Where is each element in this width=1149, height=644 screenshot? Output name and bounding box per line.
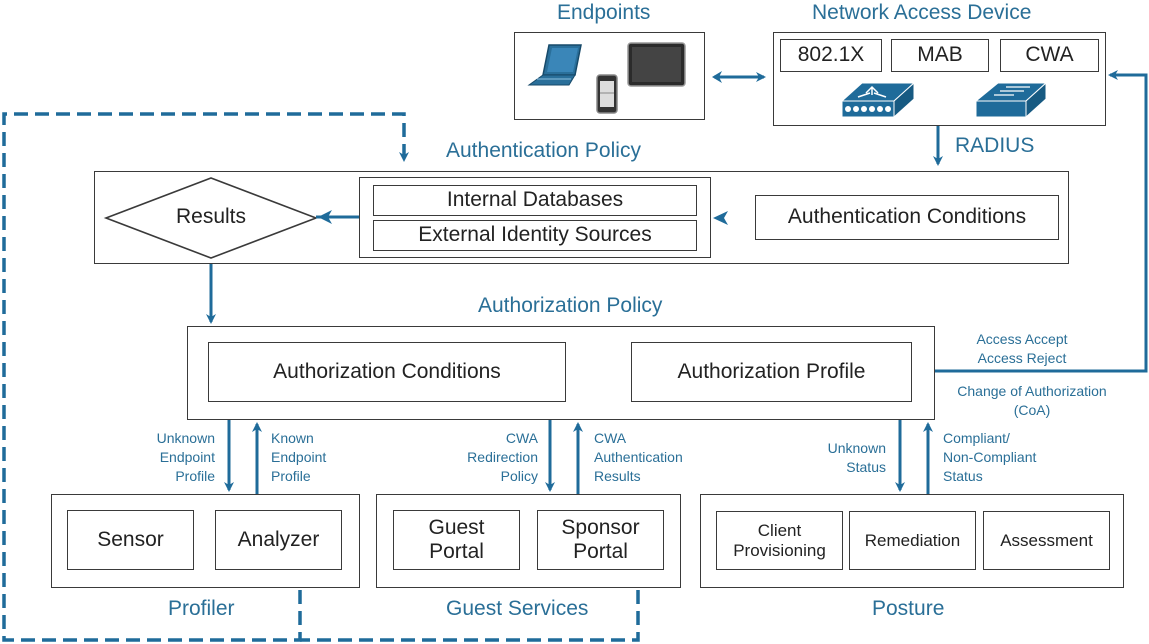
authorization-conditions: Authorization Conditions: [208, 342, 566, 402]
sponsor-portal-line2: Portal: [573, 540, 628, 563]
dashed-guest-link: [300, 590, 640, 642]
posture-compliant-label: Compliant/ Non-Compliant Status: [943, 429, 1036, 486]
authorization-policy-title: Authorization Policy: [478, 294, 663, 317]
sensor: Sensor: [67, 510, 194, 570]
label-line: Profile: [271, 468, 311, 484]
switch-icon: [974, 81, 1048, 119]
label-line: Endpoint: [271, 449, 327, 465]
label-line: Non-Compliant: [943, 449, 1037, 465]
nad-devices: [840, 81, 1048, 119]
guest-portal-line1: Guest: [428, 515, 485, 539]
guest-redirection-label: CWA Redirection Policy: [440, 429, 538, 486]
coa-label-line2: (CoA): [1013, 402, 1051, 418]
method-mab: MAB: [891, 39, 989, 72]
label-line: Status: [846, 459, 886, 475]
label-line: Redirection: [467, 449, 538, 465]
label-line: Compliant/: [943, 430, 1010, 446]
posture-unknown-label: Unknown Status: [800, 439, 886, 477]
profiler-known-label: Known Endpoint Profile: [271, 429, 326, 486]
label-line: Authentication: [594, 449, 683, 465]
label-line: Unknown: [827, 440, 886, 456]
label-line: Profile: [175, 468, 215, 484]
nad-box: 802.1X MAB CWA: [773, 32, 1106, 126]
label-line: Endpoint: [159, 449, 215, 465]
label-line: Unknown: [156, 430, 215, 446]
radius-label: RADIUS: [955, 134, 1035, 157]
label-line: Results: [594, 468, 641, 484]
label-line: CWA: [594, 430, 627, 446]
tablet-icon: [627, 42, 686, 87]
internal-databases: Internal Databases: [373, 185, 697, 216]
access-reject-label: Access Reject: [977, 350, 1067, 366]
access-accept-reject-label: Access Accept Access Reject: [962, 330, 1082, 368]
endpoints-box: [514, 32, 705, 120]
authorization-policy-box: Authorization Conditions Authorization P…: [187, 326, 935, 420]
endpoint-devices: [527, 42, 686, 114]
laptop-icon: [527, 44, 582, 86]
guest-services-title: Guest Services: [446, 597, 589, 620]
access-accept-label: Access Accept: [976, 331, 1068, 347]
coa-label: Change of Authorization (CoA): [940, 382, 1124, 420]
authentication-policy-title: Authentication Policy: [446, 139, 641, 162]
guest-auth-results-label: CWA Authentication Results: [594, 429, 683, 486]
posture-box: Client Provisioning Remediation Assessme…: [700, 494, 1124, 588]
assessment: Assessment: [983, 511, 1110, 570]
profiler-box: Sensor Analyzer: [51, 494, 360, 588]
client-provisioning-line2: Provisioning: [733, 540, 826, 560]
client-provisioning-line1: Client: [757, 520, 802, 540]
sponsor-portal: Sponsor Portal: [537, 510, 664, 570]
profiler-title: Profiler: [168, 597, 235, 620]
external-identity-sources: External Identity Sources: [373, 220, 697, 251]
dashed-feedback-loop: [2, 112, 409, 642]
label-line: Status: [943, 468, 983, 484]
guest-portal-line2: Portal: [429, 540, 484, 563]
nad-title: Network Access Device: [812, 1, 1032, 24]
profiler-unknown-label: Unknown Endpoint Profile: [120, 429, 215, 486]
method-cwa: CWA: [1000, 39, 1099, 72]
access-accept-return-path: [934, 70, 1148, 373]
label-line: Policy: [500, 468, 538, 484]
sponsor-portal-line1: Sponsor: [561, 515, 640, 539]
posture-title: Posture: [872, 597, 945, 620]
results-label: Results: [175, 205, 247, 228]
authentication-conditions: Authentication Conditions: [755, 195, 1059, 240]
endpoints-title: Endpoints: [557, 1, 651, 24]
authorization-profile: Authorization Profile: [631, 342, 912, 402]
smartphone-icon: [596, 74, 618, 114]
guest-portal: Guest Portal: [393, 510, 520, 570]
identity-sources-box: Internal Databases External Identity Sou…: [359, 177, 711, 258]
label-line: Known: [271, 430, 314, 446]
method-8021x: 802.1X: [780, 39, 882, 72]
guest-services-box: Guest Portal Sponsor Portal: [376, 494, 681, 588]
client-provisioning: Client Provisioning: [716, 511, 843, 570]
router-icon: [840, 81, 916, 119]
label-line: CWA: [505, 430, 538, 446]
analyzer: Analyzer: [215, 510, 342, 570]
remediation: Remediation: [849, 511, 976, 570]
coa-label-line1: Change of Authorization: [957, 383, 1107, 399]
